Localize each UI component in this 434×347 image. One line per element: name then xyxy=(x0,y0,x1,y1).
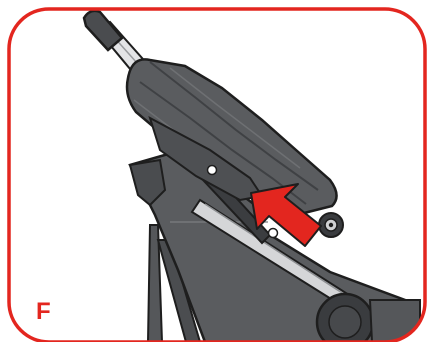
step-label: F xyxy=(36,298,51,326)
rivet-icon xyxy=(208,166,217,175)
rivet-icon xyxy=(269,229,278,238)
handle-grip xyxy=(84,11,122,50)
